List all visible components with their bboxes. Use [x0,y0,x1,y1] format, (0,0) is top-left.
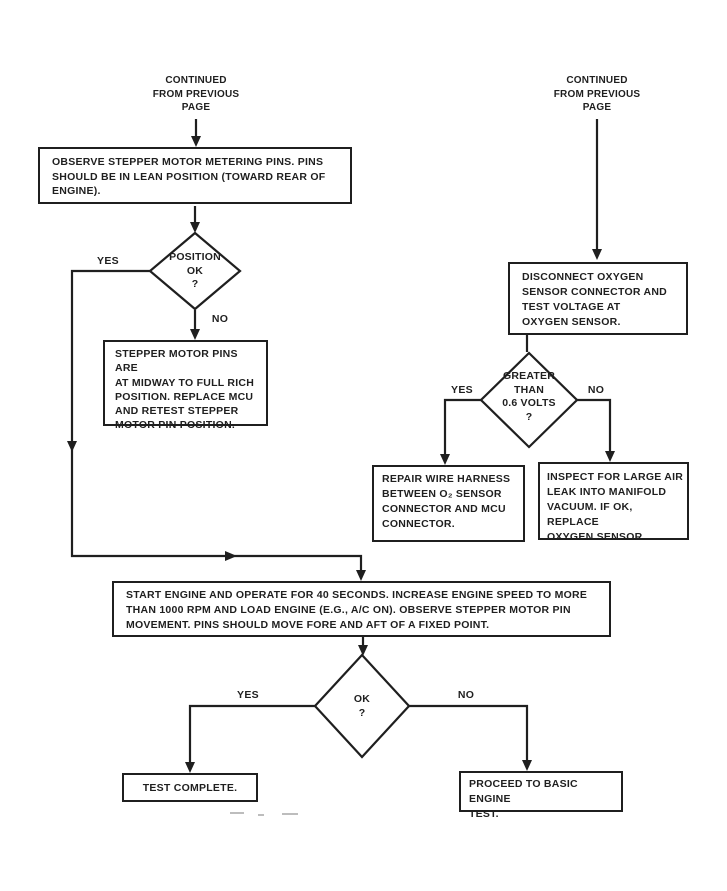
arrow-into-position-diamond [190,222,200,233]
arrowheads [67,136,615,773]
edge-label-voltage-yes: YES [451,384,473,396]
edge-label-ok-no: NO [457,689,475,701]
position-diamond-shape [148,231,242,311]
arrow-into-disconnect [592,249,602,260]
connector-lines [70,119,612,766]
flow-box-stepper-midway: STEPPER MOTOR PINS ARE AT MIDWAY TO FULL… [103,340,268,431]
edge-label-position-no: NO [211,313,229,325]
decision-voltage-label: GREATER THAN 0.6 VOLTS ? [502,370,556,423]
arrow-mid-yes-horizontal [225,551,237,561]
continued-from-previous-page-left: CONTINUED FROM PREVIOUS PAGE [152,75,240,113]
decision-position-ok-label: POSITION OK ? [169,251,221,290]
flow-box-observe-pins: OBSERVE STEPPER MOTOR METERING PINS. PIN… [38,147,352,204]
flow-box-proceed-basic-engine-test: PROCEED TO BASIC ENGINE TEST. [459,771,623,820]
edge-label-voltage-no: NO [587,384,605,396]
decision-shapes [148,231,579,759]
arrow-into-observe [191,136,201,147]
continued-from-previous-page-right: CONTINUED FROM PREVIOUS PAGE [553,75,641,113]
flow-box-inspect-air-leak: INSPECT FOR LARGE AIR LEAK INTO MANIFOLD… [538,462,689,543]
flow-box-test-complete: TEST COMPLETE. [122,773,258,802]
scan-artifact [258,814,264,816]
flow-box-start-engine: START ENGINE AND OPERATE FOR 40 SECONDS.… [112,581,611,637]
scan-artifact [230,812,244,814]
edge-ok-yes [188,704,315,766]
arrow-into-proceed [522,760,532,771]
voltage-diamond-shape [479,351,579,449]
edge-voltage-yes [443,398,484,458]
arrow-into-ok-diamond [358,645,368,656]
arrow-into-start [356,570,366,581]
edge-voltage-no [576,398,612,455]
arrow-into-complete [185,762,195,773]
edge-label-position-yes: YES [97,255,119,267]
edge-position-yes-long [70,269,363,574]
decision-ok-label: OK ? [353,693,371,719]
ok-diamond-shape [313,653,411,759]
edge-ok-no [409,704,529,764]
scan-artifact [282,813,298,815]
arrow-mid-yes-vertical [67,441,77,452]
arrow-into-repair [440,454,450,465]
arrow-into-stepper [190,329,200,340]
flow-box-disconnect-oxygen-sensor: DISCONNECT OXYGEN SENSOR CONNECTOR AND T… [508,262,688,335]
edge-label-ok-yes: YES [237,689,259,701]
arrow-into-inspect [605,451,615,462]
flow-box-repair-wire-harness: REPAIR WIRE HARNESS BETWEEN O₂ SENSOR CO… [372,465,525,542]
